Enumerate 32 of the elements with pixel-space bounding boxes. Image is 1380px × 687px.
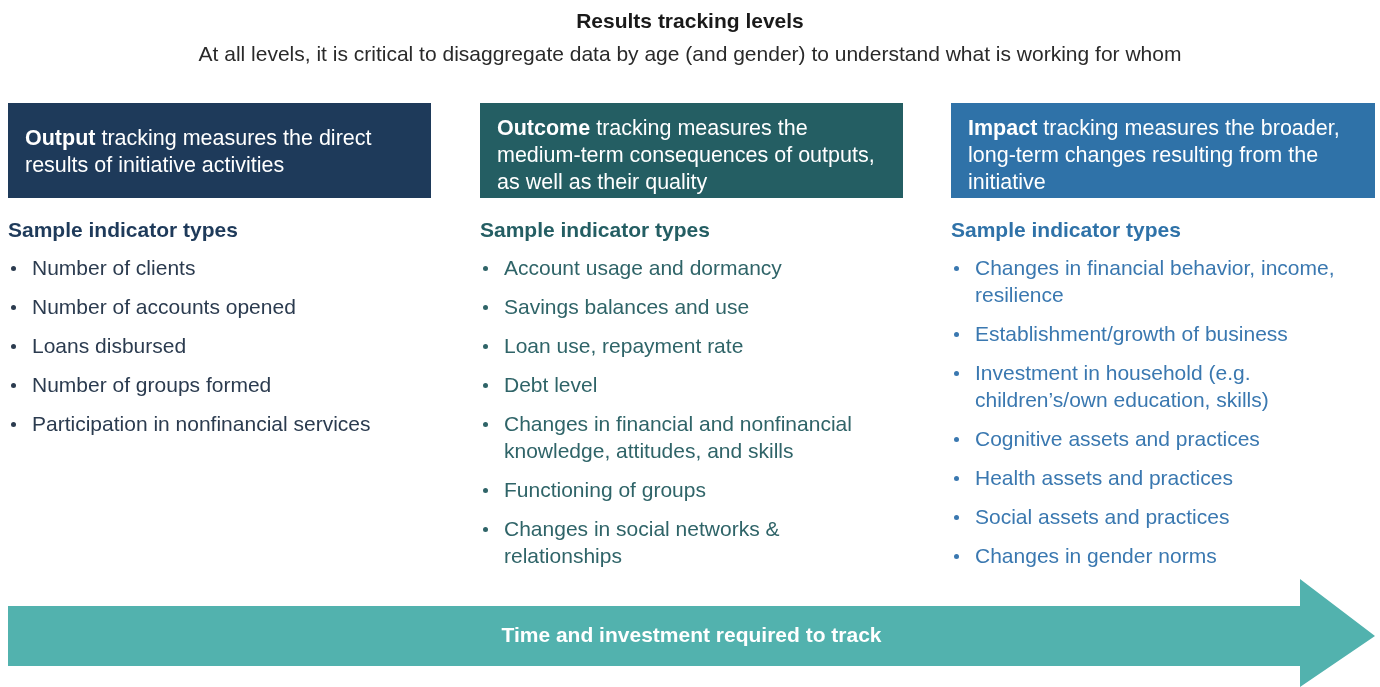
title: Results tracking levels — [575, 9, 805, 33]
arrow-banner — [8, 579, 1375, 687]
header-box — [8, 103, 431, 198]
subtitle: At all levels, it is critical to disaggregate data by age (and gender) to understand what is working for whom — [197, 42, 1183, 66]
list-item-text: Number of clients — [32, 256, 196, 279]
list-item-text: Health assets and practices — [975, 466, 1233, 489]
list-item-text: Number of groups formed — [32, 373, 272, 396]
list-item-text: Investment in household (e.g. children’s/own education, skills) — [975, 361, 1269, 411]
list-item-text: Establishment/growth of business — [975, 322, 1288, 345]
header-box — [951, 103, 1375, 198]
section-heading: Sample indicator types — [951, 218, 1181, 242]
list-item-text: Loans disbursed — [32, 334, 187, 357]
list-item-text: Participation in nonfinancial services — [32, 412, 371, 435]
list-item-text: Account usage and dormancy — [504, 256, 782, 279]
list-item-text: Changes in financial and nonfinancial knowledge, attitudes, and skills — [504, 412, 852, 462]
header-box — [480, 103, 903, 198]
list-item-text: Debt level — [504, 373, 598, 396]
list-item-text: Social assets and practices — [975, 505, 1230, 528]
list-item-text: Changes in gender norms — [975, 544, 1217, 567]
section-heading: Sample indicator types — [480, 218, 710, 242]
header-text: Outcome tracking measures the medium-term consequences of outputs, as well as their quality — [497, 116, 875, 194]
header-text: Output tracking measures the direct results of initiative activities — [25, 126, 372, 177]
header-text: Impact tracking measures the broader, long-term changes resulting from the initiative — [968, 116, 1340, 194]
section-heading: Sample indicator types — [8, 218, 238, 242]
list-item-text: Loan use, repayment rate — [504, 334, 744, 357]
list-item-text: Cognitive assets and practices — [975, 427, 1260, 450]
list-item-text: Number of accounts opened — [32, 295, 296, 318]
list-item-text: Changes in social networks & relationships — [504, 517, 780, 567]
list-item-text: Changes in financial behavior, income, resilience — [975, 256, 1335, 306]
list-item-text: Functioning of groups — [504, 478, 706, 501]
banner-text: Time and investment required to track — [500, 622, 883, 648]
list-item-text: Savings balances and use — [504, 295, 750, 318]
